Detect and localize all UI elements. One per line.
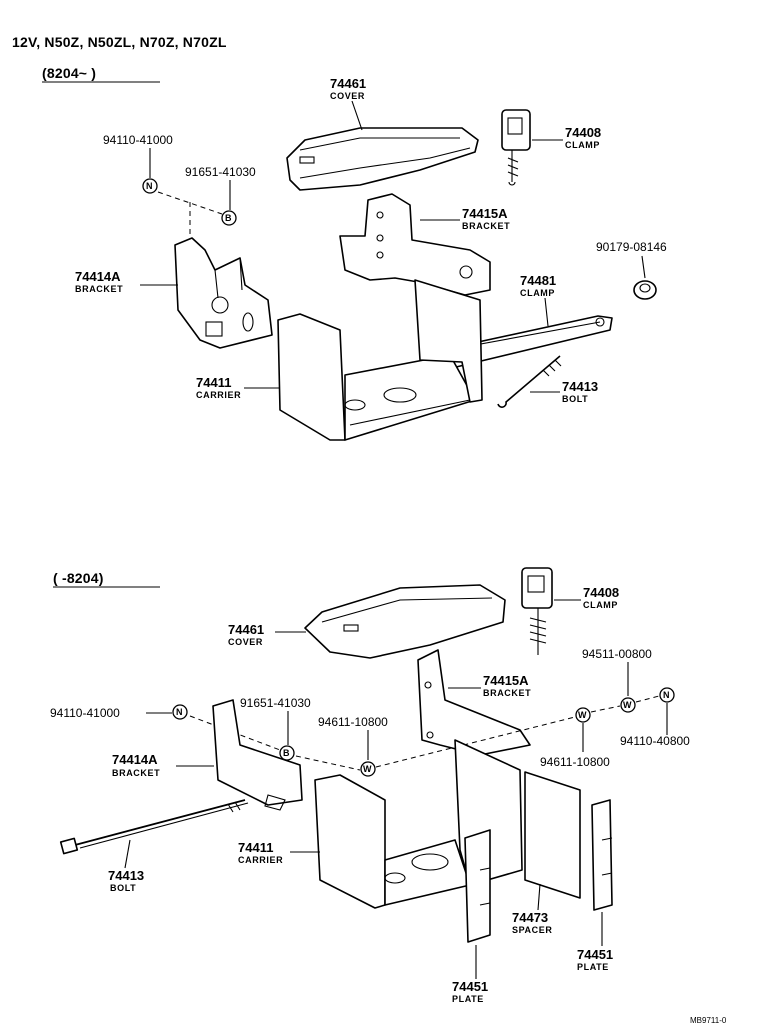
bottom-lock-washer-tag: W (623, 700, 632, 710)
bottom-center-washer-tag: W (363, 764, 372, 774)
top-bolt-name: BOLT (562, 394, 588, 404)
bottom-clamp-hook-drawing (521, 567, 553, 655)
top-bolt-no: 74413 (562, 379, 598, 394)
top-clamp-hook-drawing (501, 109, 531, 186)
top-bracket-right-drawing (339, 193, 491, 296)
top-bracket-left-no: 74414A (75, 269, 121, 284)
bottom-spacer-no: 74473 (512, 910, 548, 925)
model-header: 12V, N50Z, N50ZL, N70Z, N70ZL (12, 34, 227, 50)
bottom-clamp-name: CLAMP (583, 600, 618, 610)
bottom-plate-right-name: PLATE (577, 962, 609, 972)
bottom-bolt-no: 74413 (108, 868, 144, 883)
bottom-left-nut-no: 94110-41000 (50, 706, 120, 720)
bottom-spacer-name: SPACER (512, 925, 552, 935)
top-flange-nut-no: 90179-08146 (596, 240, 667, 254)
top-bracket-left-drawing (174, 237, 273, 349)
bottom-carrier-name: CARRIER (238, 855, 283, 865)
top-clamp-bar-no: 74481 (520, 273, 556, 288)
bottom-bracket-right-no: 74415A (483, 673, 529, 688)
top-clamp-bar-name: CLAMP (520, 288, 555, 298)
bottom-carrier-no: 74411 (238, 840, 273, 855)
top-cover-drawing (286, 127, 479, 191)
bottom-cover-name: COVER (228, 637, 263, 647)
top-carrier-no: 74411 (196, 375, 231, 390)
top-carrier-drawing (277, 279, 483, 441)
bottom-washer-no: 91651-41030 (240, 696, 311, 710)
top-washer-tag: B (225, 213, 232, 223)
bottom-right-nut-tag: N (663, 690, 670, 700)
bottom-left-nut-tag: N (176, 707, 183, 717)
bottom-right-washer-tag: W (578, 710, 587, 720)
top-bracket-right-no: 74415A (462, 206, 508, 221)
top-cover-no: 74461 (330, 76, 366, 91)
bottom-lock-washer-no: 94511-00800 (582, 647, 652, 661)
bottom-bracket-left-no: 74414A (112, 752, 158, 767)
top-clamp-name: CLAMP (565, 140, 600, 150)
bottom-bracket-left-name: BRACKET (112, 768, 160, 778)
bottom-cover-no: 74461 (228, 622, 264, 637)
reference-code: MB9711-0 (690, 1016, 727, 1025)
top-j-bolt-drawing (497, 355, 562, 408)
top-flange-nut-drawing (633, 280, 657, 300)
bottom-plate-right-no: 74451 (577, 947, 613, 962)
bottom-carrier-drawing (314, 739, 523, 909)
top-washer-no: 91651-41030 (185, 165, 256, 179)
top-date-range: (8204~ ) (42, 65, 96, 81)
bottom-cover-drawing (304, 584, 506, 659)
bottom-date-range: ( -8204) (53, 570, 104, 586)
top-bracket-right-name: BRACKET (462, 221, 510, 231)
top-bracket-left-name: BRACKET (75, 284, 123, 294)
bottom-long-bolt-drawing (59, 799, 249, 855)
bottom-plate-center-no: 74451 (452, 979, 488, 994)
bottom-bracket-right-drawing (417, 649, 531, 756)
bottom-bracket-left-drawing (212, 699, 303, 811)
top-nut-tag: N (146, 181, 153, 191)
bottom-plate-center-name: PLATE (452, 994, 484, 1004)
bottom-plate-center-drawing (464, 829, 491, 943)
bottom-bracket-right-name: BRACKET (483, 688, 531, 698)
top-nut-no: 94110-41000 (103, 133, 173, 147)
bottom-bolt-name: BOLT (110, 883, 136, 893)
bottom-right-washer-no: 94611-10800 (540, 755, 610, 769)
top-carrier-name: CARRIER (196, 390, 241, 400)
bottom-plate-right-drawing (591, 799, 613, 911)
bottom-center-washer-no: 94611-10800 (318, 715, 388, 729)
bottom-right-nut-no: 94110-40800 (620, 734, 690, 748)
bottom-spacer-drawing (524, 771, 581, 899)
bottom-washer-tag: B (283, 748, 290, 758)
top-cover-name: COVER (330, 91, 365, 101)
bottom-clamp-no: 74408 (583, 585, 619, 600)
top-clamp-no: 74408 (565, 125, 601, 140)
